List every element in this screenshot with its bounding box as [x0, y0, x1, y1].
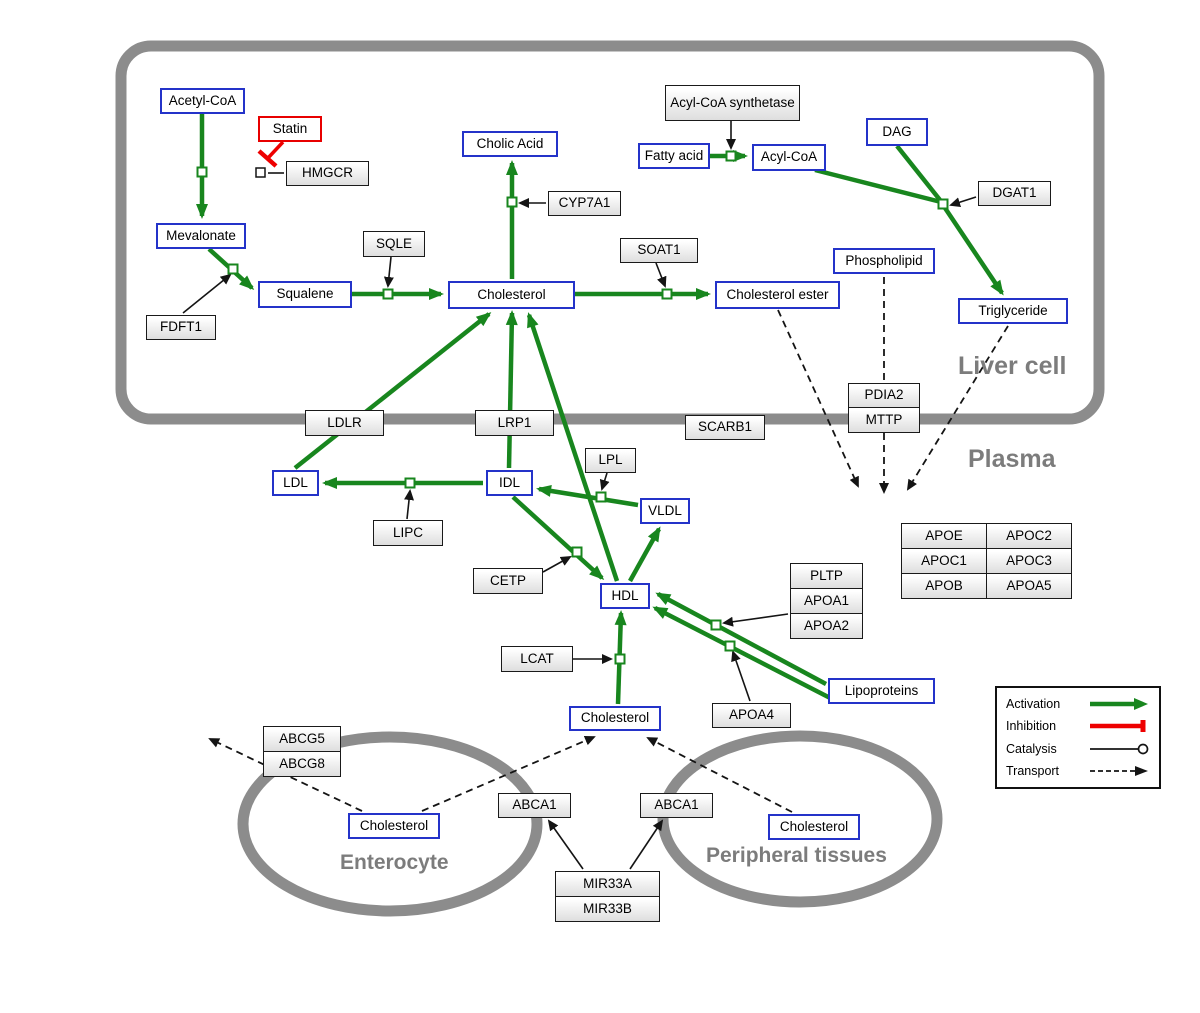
node-cyp7a1[interactable]: CYP7A1	[548, 191, 621, 216]
apo-table-cell[interactable]: APOA5	[986, 573, 1072, 599]
node-mttp[interactable]: MTTP	[848, 407, 920, 433]
apo-table-cell[interactable]: APOC2	[986, 523, 1072, 549]
node-hdl[interactable]: HDL	[600, 583, 650, 609]
inhibition-edge	[257, 140, 285, 168]
node-lipoproteins[interactable]: Lipoproteins	[828, 678, 935, 704]
apo-table-cell[interactable]: APOE	[901, 523, 987, 549]
node-lpl[interactable]: LPL	[585, 448, 636, 473]
node-cholesterol-peripheral[interactable]: Cholesterol	[768, 814, 860, 840]
node-idl[interactable]: IDL	[486, 470, 533, 496]
apo-table-cell[interactable]: APOC3	[986, 548, 1072, 574]
node-cholesterol-liver[interactable]: Cholesterol	[448, 281, 575, 309]
legend-row-activation: Activation	[1006, 697, 1150, 711]
node-cetp[interactable]: CETP	[473, 568, 543, 594]
node-abcg8[interactable]: ABCG8	[263, 751, 341, 777]
membranes	[115, 40, 1105, 917]
legend-row-inhibition: Inhibition	[1006, 719, 1150, 733]
liver-cell-membrane	[115, 40, 1105, 425]
node-sqle[interactable]: SQLE	[363, 231, 425, 257]
transport-dashed-arrow-icon	[1090, 765, 1148, 776]
catalysis-terminal	[255, 167, 266, 178]
legend-transport-label: Transport	[1006, 763, 1060, 778]
enterocyte-label: Enterocyte	[340, 851, 449, 874]
node-acyl-coa-synthetase[interactable]: Acyl-CoA synthetase	[665, 85, 800, 121]
node-cholic-acid[interactable]: Cholic Acid	[462, 131, 558, 157]
inhibition-tbar-icon	[1090, 720, 1146, 733]
peripheral-tissues-label: Peripheral tissues	[706, 844, 887, 867]
node-lipc[interactable]: LIPC	[373, 520, 443, 546]
node-lcat[interactable]: LCAT	[501, 646, 573, 672]
peripheral-tissues-membrane	[657, 730, 943, 908]
node-fdft1[interactable]: FDFT1	[146, 315, 216, 340]
apo-table-cell[interactable]: APOB	[901, 573, 987, 599]
node-abca1-peripheral[interactable]: ABCA1	[640, 793, 713, 818]
node-abca1-enterocyte[interactable]: ABCA1	[498, 793, 571, 818]
node-scarb1[interactable]: SCARB1	[685, 415, 765, 440]
node-apoa1[interactable]: APOA1	[790, 588, 863, 614]
node-soat1[interactable]: SOAT1	[620, 238, 698, 263]
node-mir33b[interactable]: MIR33B	[555, 896, 660, 922]
legend-inhibition-label: Inhibition	[1006, 719, 1057, 734]
reaction-nodes	[196, 150, 949, 665]
node-ldl[interactable]: LDL	[272, 470, 319, 496]
liver-cell-label: Liver cell	[958, 352, 1067, 380]
node-statin[interactable]: Statin	[258, 116, 322, 142]
legend-catalysis-label: Catalysis	[1006, 741, 1057, 756]
legend-row-catalysis: Catalysis	[1006, 742, 1150, 756]
node-cholesterol-ester[interactable]: Cholesterol ester	[715, 281, 840, 309]
node-dgat1[interactable]: DGAT1	[978, 181, 1051, 206]
activation-edges	[196, 113, 1004, 705]
node-mevalonate[interactable]: Mevalonate	[156, 223, 246, 249]
legend-activation-label: Activation	[1006, 697, 1061, 712]
node-lrp1[interactable]: LRP1	[475, 410, 554, 436]
node-vldl[interactable]: VLDL	[640, 498, 690, 524]
node-ldlr[interactable]: LDLR	[305, 410, 384, 436]
node-squalene[interactable]: Squalene	[258, 281, 352, 308]
node-fatty-acid[interactable]: Fatty acid	[638, 143, 710, 169]
node-pdia2[interactable]: PDIA2	[848, 383, 920, 408]
node-apoa4[interactable]: APOA4	[712, 703, 791, 728]
node-hmgcr[interactable]: HMGCR	[286, 161, 369, 186]
node-cholesterol-enterocyte[interactable]: Cholesterol	[348, 813, 440, 839]
node-mir33a[interactable]: MIR33A	[555, 871, 660, 897]
node-triglyceride[interactable]: Triglyceride	[958, 298, 1068, 324]
catalysis-circle-icon	[1090, 743, 1149, 754]
activation-arrow-icon	[1090, 698, 1148, 711]
legend: Activation Inhibition Catalysis Transpor…	[995, 686, 1161, 789]
node-acyl-coa[interactable]: Acyl-CoA	[752, 144, 826, 171]
node-apoa2[interactable]: APOA2	[790, 613, 863, 639]
node-acetyl-coa[interactable]: Acetyl-CoA	[160, 88, 245, 114]
node-pltp[interactable]: PLTP	[790, 563, 863, 589]
node-abcg5[interactable]: ABCG5	[263, 726, 341, 752]
enterocyte-membrane	[237, 731, 543, 917]
node-phospholipid[interactable]: Phospholipid	[833, 248, 935, 274]
node-dag[interactable]: DAG	[866, 118, 928, 146]
plasma-label: Plasma	[968, 445, 1056, 473]
catalysis-edges	[182, 121, 977, 870]
legend-row-transport: Transport	[1006, 764, 1150, 778]
apo-table-cell[interactable]: APOC1	[901, 548, 987, 574]
node-cholesterol-plasma[interactable]: Cholesterol	[569, 706, 661, 731]
